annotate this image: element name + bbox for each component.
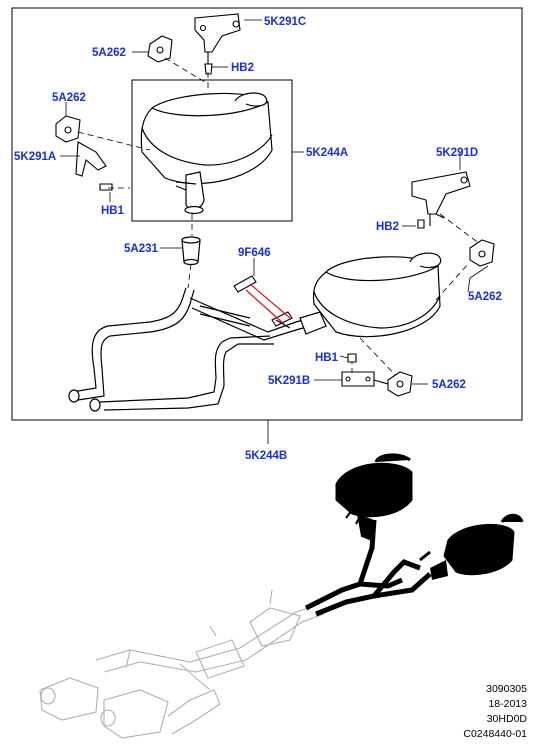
- isolator-5a262-right: [469, 239, 495, 267]
- reference-line-2: 18-2013: [488, 698, 527, 710]
- callout-5k291c: 5K291C: [264, 16, 306, 28]
- reference-line-1: 3090305: [486, 683, 527, 695]
- isolator-5a262-top: [147, 35, 173, 63]
- callout-leader-lines: [60, 19, 489, 444]
- locator-exhaust-highlight: [304, 453, 524, 617]
- rear-muffler: [299, 252, 442, 338]
- reference-line-4: C0248440-01: [463, 728, 527, 740]
- front-muffler: [140, 92, 273, 215]
- callout-5a262-top: 5A262: [92, 47, 126, 59]
- front-muffler-box: [131, 79, 293, 222]
- callout-hb2-top: HB2: [231, 62, 254, 74]
- callout-5k291a: 5K291A: [14, 151, 56, 163]
- bracket-5k291b: [341, 353, 389, 387]
- callout-5k291d: 5K291D: [436, 147, 478, 159]
- locator-engine-side: [39, 589, 325, 739]
- intermediate-pipe: [71, 287, 311, 411]
- bracket-5k291c: [194, 13, 241, 75]
- callout-5a262-left: 5A262: [52, 92, 86, 104]
- leader-dashes-mid: [187, 214, 193, 289]
- drawing-reference-block: 3090305 18-2013 30HD0D C0248440-01: [417, 682, 527, 742]
- callout-5a262-right: 5A262: [468, 291, 502, 303]
- callout-5k244a: 5K244A: [306, 147, 348, 159]
- clamp-5a231: [181, 236, 201, 266]
- diagram-frame: [11, 7, 523, 421]
- tailpipe-ends: [68, 389, 101, 412]
- isolator-5a262-bottom: [387, 371, 413, 397]
- callout-hb1-right: HB1: [315, 352, 339, 364]
- callout-hb2-right: HB2: [376, 221, 399, 233]
- callout-9f646: 9F646: [238, 247, 271, 259]
- isolator-5a262-left: [55, 115, 81, 143]
- bracket-5k291a: [75, 141, 113, 191]
- leader-dashes-front: [77, 57, 209, 189]
- callout-5a262-bottom: 5A262: [432, 379, 466, 391]
- callout-hb1-left: HB1: [101, 205, 125, 217]
- callout-5a231: 5A231: [124, 243, 158, 255]
- callout-5k244b: 5K244B: [245, 450, 287, 462]
- sensor-mount-9f646: [233, 275, 293, 329]
- callout-5k291b: 5K291B: [268, 375, 310, 387]
- reference-line-3: 30HD0D: [486, 713, 527, 725]
- sensor-highlight-lines: [245, 283, 291, 325]
- bracket-5k291d: [411, 171, 471, 229]
